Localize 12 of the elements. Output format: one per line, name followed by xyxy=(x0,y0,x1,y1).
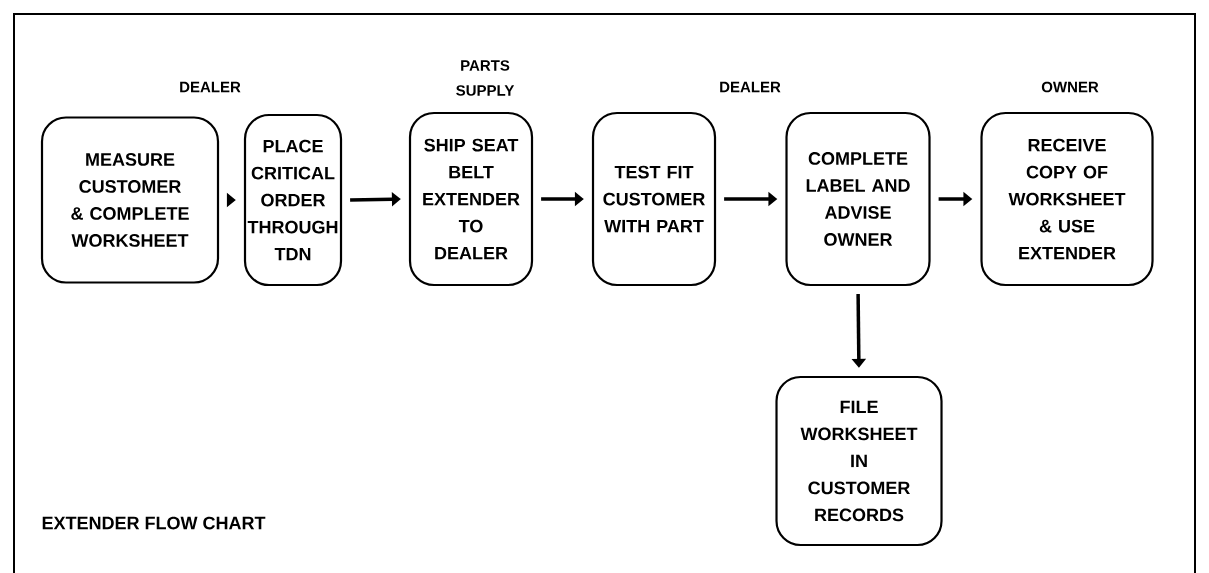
lane-heading: DEALER xyxy=(720,81,781,93)
process-box: TEST FIT CUSTOMER WITH PART xyxy=(591,111,717,287)
process-box: SHIP SEAT BELT EXTENDER TO DEALER xyxy=(408,111,534,287)
caption: EXTENDER FLOW CHART xyxy=(42,516,266,530)
lane-heading: DEALER xyxy=(180,81,241,93)
process-box: FILE WORKSHEET IN CUSTOMER RECORDS xyxy=(775,375,943,547)
process-box: RECEIVE COPY OF WORKSHEET & USE EXTENDER xyxy=(980,111,1154,287)
process-box: MEASURE CUSTOMER & COMPLETE WORKSHEET xyxy=(40,116,220,284)
process-box: PLACE CRITICAL ORDER THROUGH TDN xyxy=(243,113,343,287)
lane-heading: PARTS SUPPLY xyxy=(456,60,515,96)
lane-heading: OWNER xyxy=(1041,81,1099,93)
process-box: COMPLETE LABEL AND ADVISE OWNER xyxy=(785,111,931,287)
